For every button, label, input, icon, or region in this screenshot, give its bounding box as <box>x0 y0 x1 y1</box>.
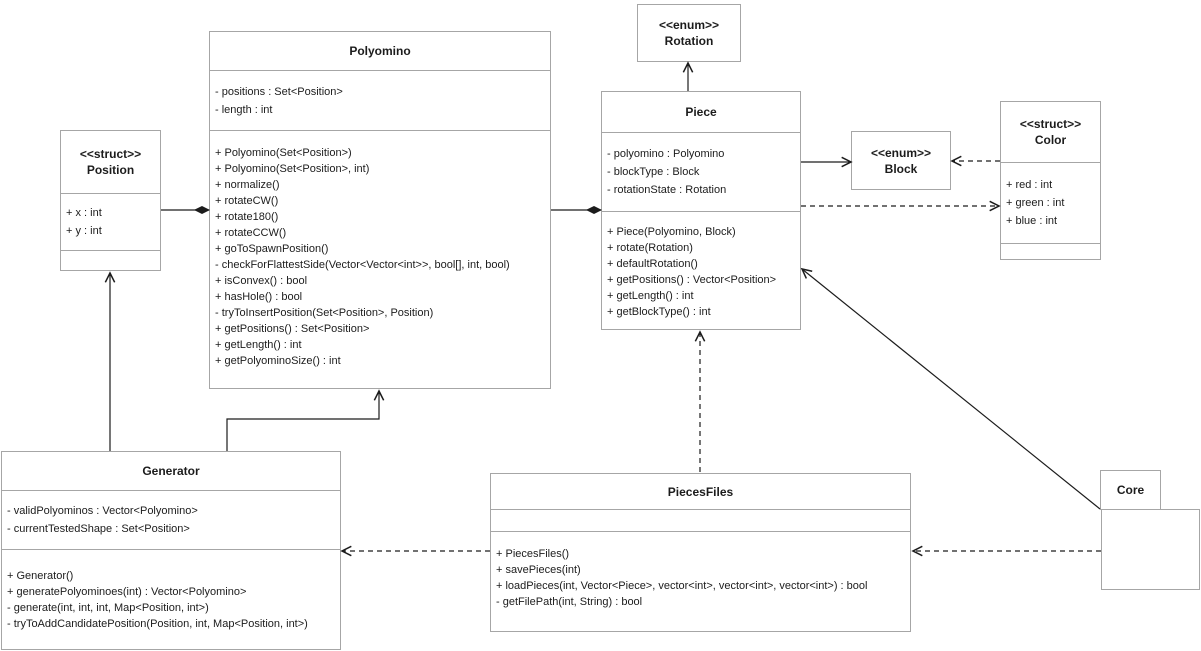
member-line: - getFilePath(int, String) : bool <box>496 596 643 608</box>
stereotype: <<struct>> <box>79 147 142 161</box>
class-name: Rotation <box>664 34 714 48</box>
class-core-body <box>1101 509 1200 590</box>
member-line: + isConvex() : bool <box>215 275 308 287</box>
member-line: + Polyomino(Set<Position>, int) <box>215 163 370 175</box>
class-generator-title: Generator <box>2 452 340 490</box>
member-line: - generate(int, int, int, Map<Position, … <box>7 602 209 614</box>
class-piecesfiles-methods: + PiecesFiles() + savePieces(int) + loadPi… <box>491 531 910 631</box>
class-name: Block <box>884 161 918 176</box>
stereotype: <<struct>> <box>1019 117 1082 131</box>
member-line: - positions : Set<Position> <box>215 85 343 98</box>
class-position: <<struct>> Position + x : int + y : int <box>60 130 161 271</box>
class-polyomino-methods: + Polyomino(Set<Position>) + Polyomino(Se… <box>210 130 550 388</box>
member-line: + getPositions() : Set<Position> <box>215 323 370 335</box>
class-color: <<struct>> Color + red : int + green : in… <box>1000 101 1101 260</box>
class-piece-attributes: - polyomino : Polyomino - blockType : Blo… <box>602 132 800 211</box>
class-color-attributes: + red : int + green : int + blue : int <box>1001 162 1100 243</box>
member-line: + Generator() <box>7 570 74 582</box>
member-line: + loadPieces(int, Vector<Piece>, vector<… <box>496 580 868 592</box>
member-line: + goToSpawnPosition() <box>215 243 329 255</box>
class-block-title: <<enum>> Block <box>852 132 950 189</box>
member-line: + rotateCCW() <box>215 227 287 239</box>
class-name: Polyomino <box>349 44 411 58</box>
member-line: + Polyomino(Set<Position>) <box>215 147 352 159</box>
member-line: - tryToInsertPosition(Set<Position>, Pos… <box>215 307 434 319</box>
member-line: - validPolyominos : Vector<Polyomino> <box>7 505 198 517</box>
class-name: Generator <box>142 464 200 478</box>
class-color-methods-empty <box>1001 243 1100 259</box>
member-line: + rotateCW() <box>215 195 279 207</box>
member-line: + getPolyominoSize() : int <box>215 355 341 367</box>
member-line: - checkForFlattestSide(Vector<Vector<int… <box>215 259 510 271</box>
class-piecesfiles-attributes-empty <box>491 509 910 531</box>
member-line: + PiecesFiles() <box>496 548 570 560</box>
member-line: - currentTestedShape : Set<Position> <box>7 523 190 535</box>
class-name: Position <box>86 163 135 177</box>
member-line: - rotationState : Rotation <box>607 184 727 196</box>
edge-generator-to-polyomino <box>226 389 385 451</box>
member-line: + savePieces(int) <box>496 564 581 576</box>
class-rotation: <<enum>> Rotation <box>637 4 741 62</box>
class-name: Core <box>1116 483 1145 497</box>
class-generator-attributes: - validPolyominos : Vector<Polyomino> - c… <box>2 490 340 549</box>
member-line: + hasHole() : bool <box>215 291 303 303</box>
class-generator: Generator - validPolyominos : Vector<Pol… <box>1 451 341 650</box>
member-line: + getLength() : int <box>607 290 694 302</box>
member-line: + rotate180() <box>215 211 279 223</box>
stereotype: <<enum>> <box>658 18 720 32</box>
member-line: + x : int <box>66 207 102 219</box>
member-line: - tryToAddCandidatePosition(Position, in… <box>7 618 308 630</box>
member-line: - polyomino : Polyomino <box>607 148 725 160</box>
member-line: - length : int <box>215 103 273 116</box>
class-name: Color <box>1034 133 1067 147</box>
class-position-attributes: + x : int + y : int <box>61 193 160 250</box>
class-position-title: <<struct>> Position <box>61 131 160 193</box>
class-block: <<enum>> Block <box>851 131 951 190</box>
member-line: - blockType : Block <box>607 166 700 178</box>
class-piece-methods: + Piece(Polyomino, Block) + rotate(Rotati… <box>602 211 800 329</box>
member-line: + rotate(Rotation) <box>607 242 693 254</box>
class-piece: Piece - polyomino : Polyomino - blockType… <box>601 91 801 330</box>
member-line: + getBlockType() : int <box>607 306 711 318</box>
member-line: + normalize() <box>215 179 280 191</box>
class-piecesfiles-title: PiecesFiles <box>491 474 910 509</box>
stereotype: <<enum>> <box>870 145 932 160</box>
class-generator-methods: + Generator() + generatePolyominoes(int) … <box>2 549 340 649</box>
class-color-title: <<struct>> Color <box>1001 102 1100 162</box>
class-rotation-title: <<enum>> Rotation <box>638 5 740 61</box>
class-piece-title: Piece <box>602 92 800 132</box>
class-position-methods-empty <box>61 250 160 270</box>
member-line: + defaultRotation() <box>607 258 698 270</box>
member-line: + green : int <box>1006 197 1065 209</box>
class-name: PiecesFiles <box>667 484 734 499</box>
class-polyomino-title: Polyomino <box>210 32 550 70</box>
class-core: Core <box>1100 470 1161 510</box>
member-line: + Piece(Polyomino, Block) <box>607 226 736 238</box>
class-polyomino-attributes: - positions : Set<Position> - length : in… <box>210 70 550 130</box>
class-name: Piece <box>685 105 717 119</box>
class-polyomino: Polyomino - positions : Set<Position> - l… <box>209 31 551 389</box>
class-piecesfiles: PiecesFiles + PiecesFiles() + savePieces(… <box>490 473 911 632</box>
member-line: + y : int <box>66 225 102 237</box>
member-line: + generatePolyominoes(int) : Vector<Poly… <box>7 586 247 598</box>
member-line: + red : int <box>1006 179 1053 191</box>
member-line: + getLength() : int <box>215 339 302 351</box>
member-line: + getPositions() : Vector<Position> <box>607 274 777 286</box>
member-line: + blue : int <box>1006 215 1058 227</box>
